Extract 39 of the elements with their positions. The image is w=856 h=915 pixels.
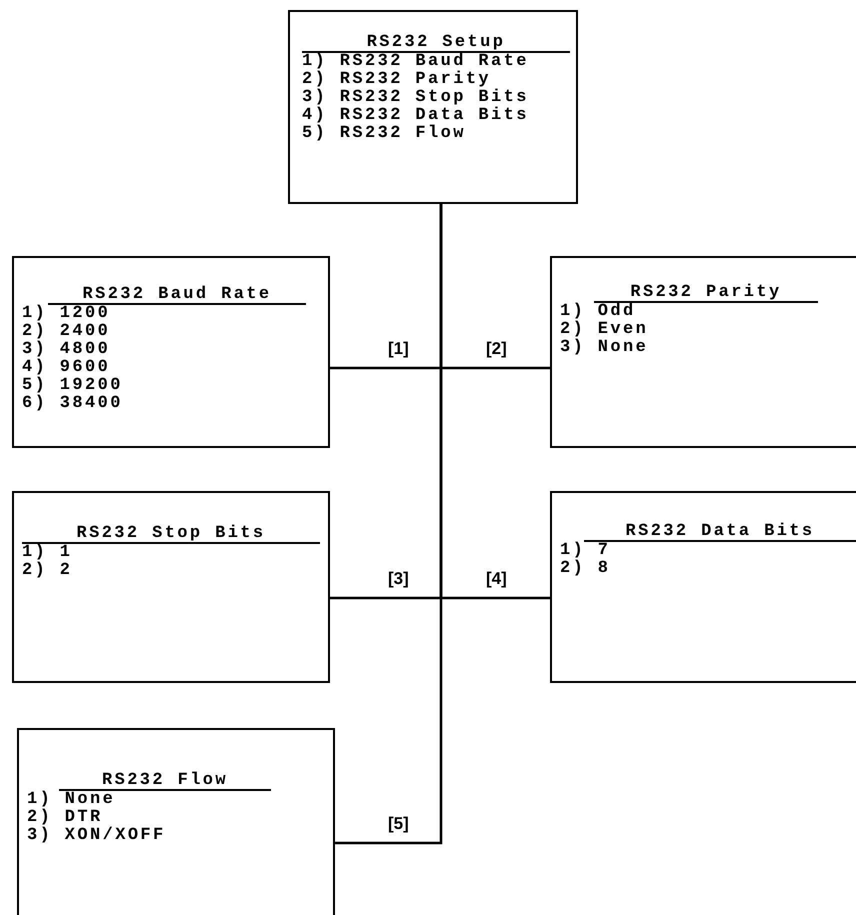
menu-box xyxy=(12,491,330,683)
edge-label: [2] xyxy=(484,340,509,358)
menu-option: 4) 9600 xyxy=(22,359,110,377)
menu-heading: RS232 Data Bits xyxy=(584,523,856,542)
menu-option: 5) RS232 Flow xyxy=(302,125,466,143)
menu-option: 2) DTR xyxy=(27,809,103,827)
menu-option: 2) RS232 Parity xyxy=(302,71,492,89)
edge-label: [4] xyxy=(484,570,509,588)
menu-option: 1) 1200 xyxy=(22,305,110,323)
menu-option: 1) RS232 Baud Rate xyxy=(302,53,529,71)
menu-box xyxy=(550,491,856,683)
menu-option: 3) 4800 xyxy=(22,341,110,359)
menu-heading: RS232 Baud Rate xyxy=(48,286,306,305)
menu-option: 4) RS232 Data Bits xyxy=(302,107,529,125)
menu-option: 1) Odd xyxy=(560,303,636,321)
connector-line xyxy=(335,204,442,844)
menu-option: 1) 1 xyxy=(22,544,72,562)
menu-option: 2) Even xyxy=(560,321,648,339)
menu-box xyxy=(17,728,335,915)
menu-option: 1) None xyxy=(27,791,116,809)
menu-box xyxy=(12,256,330,448)
menu-option: 5) 19200 xyxy=(22,377,123,395)
menu-heading: RS232 Flow xyxy=(59,772,271,791)
edge-label: [5] xyxy=(386,815,411,833)
edge-label: [3] xyxy=(386,570,411,588)
menu-option: 1) 7 xyxy=(560,542,610,560)
menu-box xyxy=(288,10,578,204)
menu-heading: RS232 Parity xyxy=(594,284,818,303)
menu-option: 6) 38400 xyxy=(22,395,123,413)
menu-heading: RS232 Stop Bits xyxy=(22,525,320,544)
menu-option: 2) 2400 xyxy=(22,323,110,341)
menu-option: 2) 2 xyxy=(22,562,72,580)
menu-option: 3) None xyxy=(560,339,648,357)
menu-option: 3) RS232 Stop Bits xyxy=(302,89,529,107)
menu-box xyxy=(550,256,856,448)
menu-heading: RS232 Setup xyxy=(302,34,570,53)
menu-option: 3) XON/XOFF xyxy=(27,827,166,845)
edge-label: [1] xyxy=(386,340,411,358)
menu-option: 2) 8 xyxy=(560,560,610,578)
